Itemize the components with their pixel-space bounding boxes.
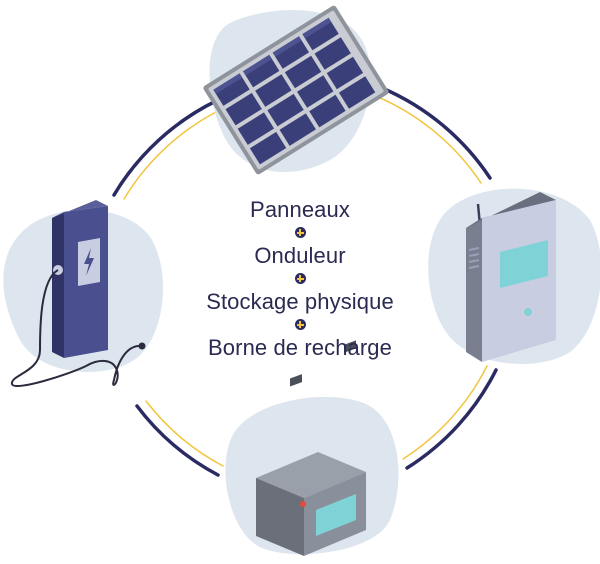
charger-cable bbox=[11, 269, 143, 387]
ring-arc-top-right bbox=[380, 86, 492, 180]
component-list: Panneaux Onduleur Stockage physique Born… bbox=[170, 196, 430, 362]
inverter-side bbox=[466, 218, 482, 362]
solar-cells bbox=[213, 17, 376, 165]
ring-arc-top-left-accent bbox=[123, 107, 225, 200]
inverter-display-glyphs bbox=[506, 121, 542, 152]
charger-side bbox=[52, 212, 64, 358]
ring-arc-bottom-left-accent bbox=[145, 400, 224, 467]
battery-label bbox=[316, 494, 356, 536]
charger-plug bbox=[138, 342, 146, 350]
item-borne-de-recharge: Borne de recharge bbox=[208, 335, 392, 360]
inverter-vents bbox=[468, 247, 480, 269]
ring-arc-bottom-right-accent bbox=[402, 365, 488, 460]
plus-icon bbox=[294, 273, 306, 284]
inverter-display bbox=[500, 240, 548, 288]
item-panneaux: Panneaux bbox=[250, 197, 350, 222]
ring-arc-bottom-right bbox=[405, 368, 498, 470]
battery-top bbox=[256, 452, 366, 498]
item-stockage-physique: Stockage physique bbox=[206, 289, 394, 314]
plus-icon bbox=[294, 319, 306, 330]
charger-top bbox=[52, 200, 108, 218]
ring-arc-top-right-accent bbox=[377, 96, 482, 184]
battery-terminal-right bbox=[344, 340, 356, 353]
plus-icon bbox=[294, 227, 306, 238]
battery-left-face bbox=[256, 478, 304, 556]
inverter-icon bbox=[428, 121, 600, 364]
cycle-ring bbox=[112, 86, 498, 477]
battery-terminal-left bbox=[290, 374, 302, 387]
ring-arc-top-left bbox=[112, 98, 220, 197]
ev-charger-icon bbox=[3, 200, 164, 387]
battery-icon bbox=[225, 340, 399, 556]
item-onduleur: Onduleur bbox=[254, 243, 346, 268]
battery-terminal-dot bbox=[300, 501, 306, 507]
charger-bolt bbox=[84, 248, 94, 276]
solar-panel-icon bbox=[203, 5, 389, 175]
ring-arc-bottom-left bbox=[135, 404, 220, 477]
inverter-led bbox=[524, 308, 532, 316]
inverter-top bbox=[466, 192, 556, 228]
